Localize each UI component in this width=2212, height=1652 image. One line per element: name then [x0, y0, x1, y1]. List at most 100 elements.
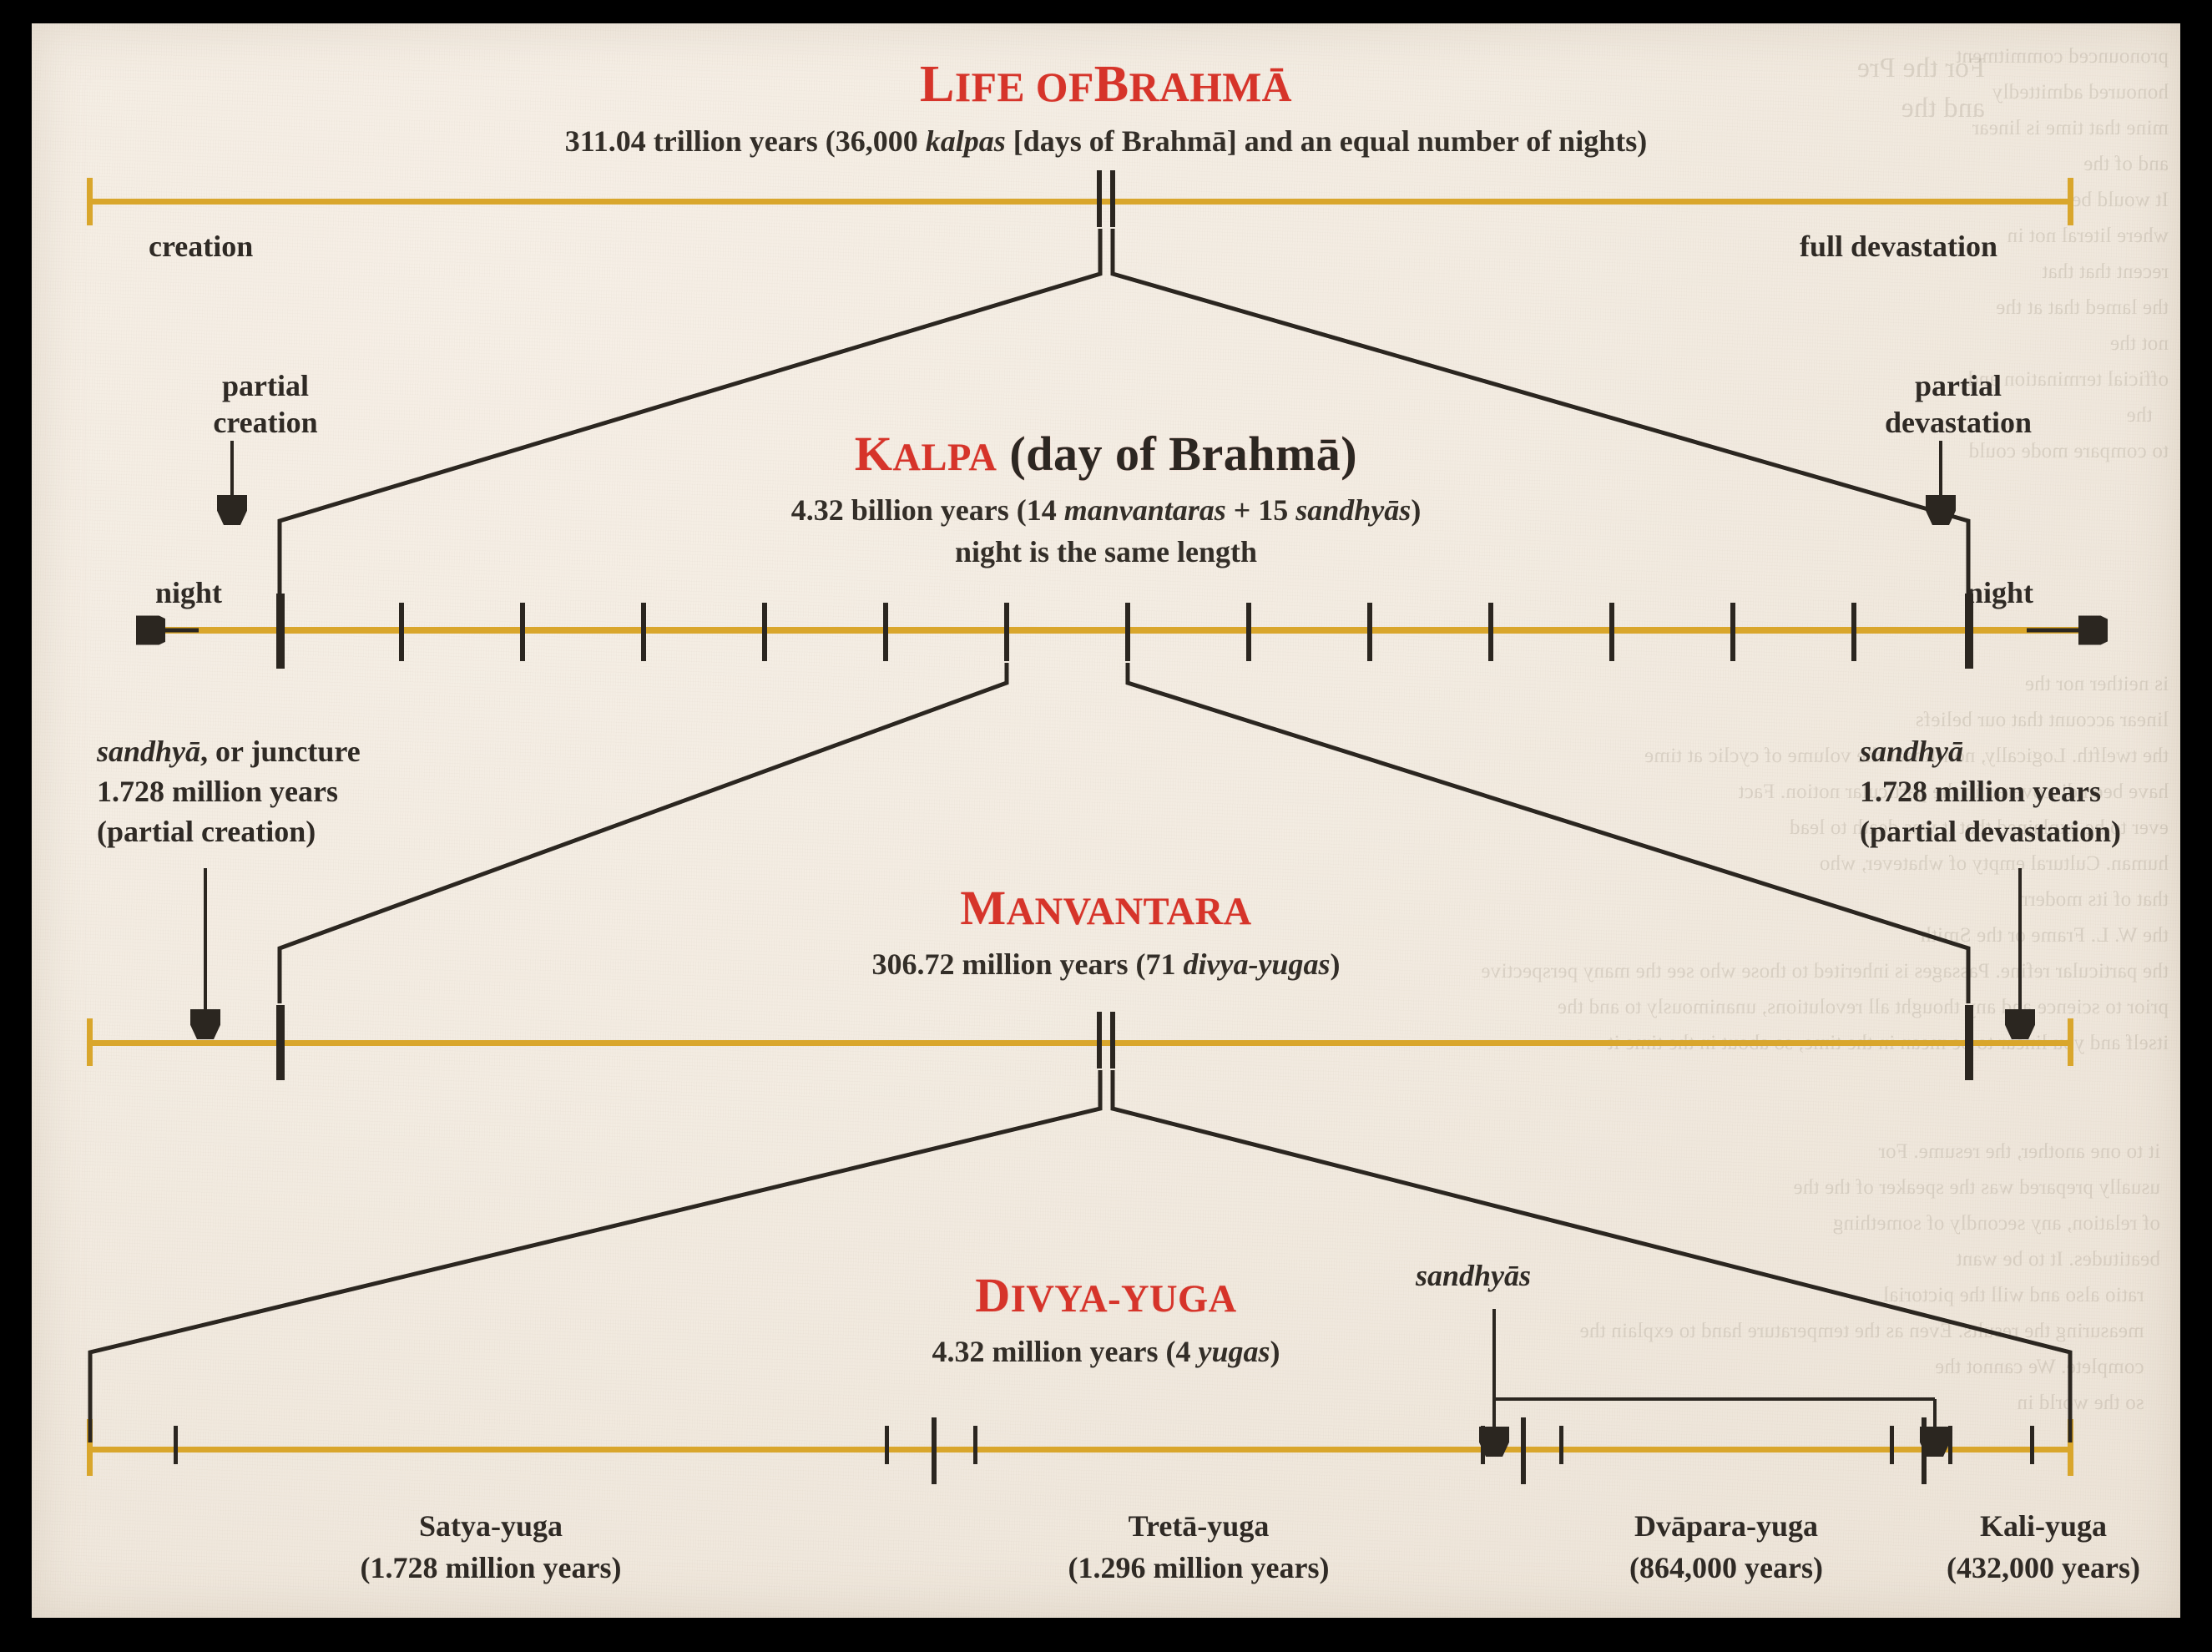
kalpa-title: KALPA (day of Brahmā): [32, 426, 2180, 482]
manvantara-title-smallcaps: ANVANTARA: [1006, 891, 1252, 933]
life-of-brahma-midpoint-tick-a: [1097, 170, 1102, 227]
kalpa-tick-3: [641, 603, 646, 661]
kalpa-tick-6-manvantara-start: [1004, 603, 1009, 661]
divya-yuga-title-smallcaps: IVYA-YUGA: [1010, 1278, 1237, 1321]
manvantara-midpoint-tick-a: [1097, 1012, 1102, 1068]
divya-yuga-title-lead: D: [975, 1268, 1011, 1322]
yuga-label-treta: Tretā-yuga (1.296 million years): [965, 1505, 1432, 1589]
kalpa-tick-11: [1609, 603, 1614, 661]
yuga-name-kali: Kali-yuga: [1979, 1509, 2107, 1543]
manvantara-axis-cap-left: [87, 1018, 93, 1066]
yuga-name-treta: Tretā-yuga: [1128, 1509, 1270, 1543]
label-creation: creation: [149, 230, 254, 263]
yuga-boundary-satya-treta: [932, 1417, 937, 1484]
manvantara-axis-cap-right: [2068, 1018, 2073, 1066]
manvantara-sub-i: divya-yugas: [1183, 947, 1331, 981]
sandhya-note-right: sandhyā 1.728 million years (partial dev…: [1860, 731, 2121, 851]
kalpa-tick-13: [1851, 603, 1856, 661]
kalpa-tick-boundary-right: [1965, 594, 1973, 669]
divya-yuga-title: DIVYA-YUGA: [32, 1267, 2180, 1323]
yuga-sandhya-tick-f: [1890, 1426, 1894, 1464]
manvantara-title: MANVANTARA: [32, 880, 2180, 936]
divya-yuga-axis-cap-right: [2068, 1419, 2073, 1476]
subtitle-part-italic: kalpas: [925, 124, 1006, 158]
life-of-brahma-subtitle: 311.04 trillion years (36,000 kalpas [da…: [32, 124, 2180, 159]
life-of-brahma-axis-cap-left: [87, 178, 93, 225]
kalpa-sub-c: ): [1411, 493, 1422, 527]
kalpa-sub-i2: sandhyās: [1295, 493, 1412, 527]
kalpa-tick-7-manvantara-end: [1125, 603, 1130, 661]
subtitle-part-a: 311.04 trillion years (36,000: [564, 124, 926, 158]
life-of-brahma-axis: [87, 199, 2073, 205]
divya-sub-i: yugas: [1198, 1335, 1270, 1368]
kalpa-label-night-left: night: [155, 576, 223, 609]
title-body-1: IFE OF: [954, 64, 1094, 110]
sandhya-note-right-italic: sandhyā: [1860, 735, 1964, 768]
yuga-sandhya-tick-e: [1559, 1426, 1563, 1464]
yuga-sandhya-tick-g: [1948, 1426, 1952, 1464]
yuga-label-dvapara: Dvāpara-yuga (864,000 years): [1526, 1505, 1927, 1589]
kalpa-sub-i1: manvantaras: [1063, 493, 1226, 527]
yuga-name-satya: Satya-yuga: [418, 1509, 563, 1543]
yuga-sandhya-tick-c: [973, 1426, 977, 1464]
sandhya-note-right-line2: 1.728 million years: [1860, 775, 2101, 808]
kalpa-title-lead: K: [854, 427, 893, 481]
manvantara-tick-right-boundary: [1965, 1005, 1973, 1080]
yuga-boundary-treta-dvapara: [1521, 1417, 1526, 1484]
ghost-text-block-3: is neither nor the linear account that o…: [1481, 673, 2169, 1054]
kalpa-tick-1: [399, 603, 404, 661]
label-full-devastation: full devastation: [1800, 230, 1998, 263]
manvantara-axis: [87, 1040, 2073, 1046]
manvantara-tick-left-boundary: [276, 1005, 285, 1080]
divya-sub-b: ): [1270, 1335, 1280, 1368]
yuga-label-kali: Kali-yuga (432,000 years): [1876, 1505, 2210, 1589]
fan-manvantara-to-divya-left: [88, 1070, 1103, 1442]
yuga-sandhya-tick-d: [1481, 1426, 1485, 1464]
kalpa-subtitle-2: night is the same length: [954, 535, 1258, 568]
life-of-brahma-midpoint-tick-b: [1110, 170, 1115, 227]
yuga-sandhya-tick-h: [2030, 1426, 2034, 1464]
kalpa-label-night-right: night: [1967, 576, 2034, 609]
sandhya-note-left-line2: 1.728 million years: [97, 775, 338, 808]
divya-yuga-axis-cap-left: [87, 1419, 93, 1476]
sandhya-note-right-line3: (partial devastation): [1860, 815, 2121, 848]
life-of-brahma-title: LIFE OFBRAHMĀ: [32, 55, 2180, 114]
yuga-name-dvapara: Dvāpara-yuga: [1634, 1509, 1818, 1543]
kalpa-subtitle: 4.32 billion years (14 manvantaras + 15 …: [32, 493, 2180, 528]
title-lead-B: B: [1093, 56, 1129, 113]
yuga-duration-satya: (1.728 million years): [360, 1551, 622, 1584]
yuga-sandhya-tick-a: [174, 1426, 178, 1464]
yuga-label-satya: Satya-yuga (1.728 million years): [257, 1505, 725, 1589]
paper-sheet: pronounced commitment honoured admittedl…: [32, 23, 2180, 1618]
sandhya-note-left-italic: sandhyā: [97, 735, 201, 768]
manvantara-subtitle: 306.72 million years (71 divya-yugas): [32, 947, 2180, 982]
divya-yuga-axis: [87, 1447, 2073, 1452]
life-of-brahma-axis-cap-right: [2068, 178, 2073, 225]
kalpa-title-paren: (day of Brahmā): [997, 427, 1358, 481]
fan-manvantara-to-divya-right: [1110, 1070, 2073, 1442]
kalpa-tick-2: [520, 603, 525, 661]
title-body-2: RAHMĀ: [1129, 64, 1292, 110]
kalpa-tick-10: [1488, 603, 1493, 661]
manvantara-midpoint-tick-b: [1110, 1012, 1115, 1068]
callout-partial-devastation-line1: partial: [1915, 369, 2002, 402]
kalpa-tick-8: [1246, 603, 1251, 661]
kalpa-title-smallcaps: ALPA: [892, 437, 997, 479]
divya-sub-a: 4.32 million years (4: [932, 1335, 1199, 1368]
kalpa-tick-boundary-left: [276, 594, 285, 669]
kalpa-sub-b: + 15: [1225, 493, 1296, 527]
title-lead-L: L: [919, 56, 955, 113]
manvantara-sub-b: ): [1330, 947, 1341, 981]
yuga-duration-kali: (432,000 years): [1947, 1551, 2140, 1584]
yuga-boundary-dvapara-kali: [1922, 1417, 1927, 1484]
yuga-duration-dvapara: (864,000 years): [1629, 1551, 1823, 1584]
kalpa-tick-5: [883, 603, 888, 661]
sandhya-note-left: sandhyā, or juncture 1.728 million years…: [97, 731, 361, 851]
sandhya-note-left-line3: (partial creation): [97, 815, 316, 848]
kalpa-axis: [140, 627, 2085, 634]
kalpa-tick-9: [1367, 603, 1372, 661]
callout-partial-creation-line1: partial: [222, 369, 309, 402]
divya-yuga-subtitle: 4.32 million years (4 yugas): [32, 1334, 2180, 1369]
yuga-duration-treta: (1.296 million years): [1068, 1551, 1330, 1584]
